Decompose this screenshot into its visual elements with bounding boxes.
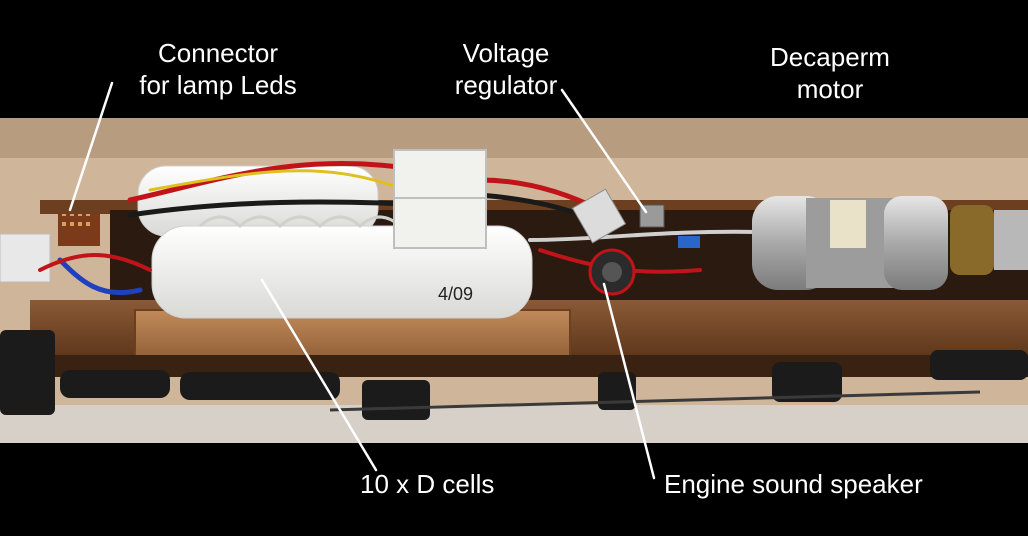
svg-text:4/09: 4/09 [438, 284, 473, 304]
brake-rod [329, 390, 981, 412]
voltage-regulator-label: Voltage regulator [416, 37, 596, 101]
voltage-callout-line [560, 88, 648, 214]
voltage-regulator-label-line2: regulator [454, 70, 558, 100]
blue-capacitor [678, 236, 700, 248]
cardboard-shadow [0, 118, 1028, 158]
speaker-cone [602, 262, 622, 282]
chassis-base [20, 355, 1028, 377]
speaker-callout-line [602, 282, 656, 480]
cells-label: 10 x D cells [360, 469, 495, 499]
connector-label: Connector for lamp Leds [118, 37, 318, 101]
carpet-strip [0, 405, 1028, 443]
terminal-block [571, 188, 627, 244]
voltage-regulator-label-line1: Voltage [462, 38, 550, 68]
connector-label-line1: Connector [158, 38, 278, 68]
connector-label-line2: for lamp Leds [139, 70, 297, 100]
white-plug-left [0, 233, 51, 283]
cells-callout-line [260, 278, 378, 472]
motor-label-line2: motor [796, 74, 864, 104]
connector-callout-line [68, 81, 114, 212]
speaker-label: Engine sound speaker [664, 469, 923, 499]
decaperm-motor [752, 196, 1028, 290]
motor-label-line1: Decaperm [770, 42, 890, 72]
wheel-set [0, 330, 1028, 420]
motor-label: Decaperm motor [735, 41, 925, 105]
callout-lines [68, 81, 656, 480]
